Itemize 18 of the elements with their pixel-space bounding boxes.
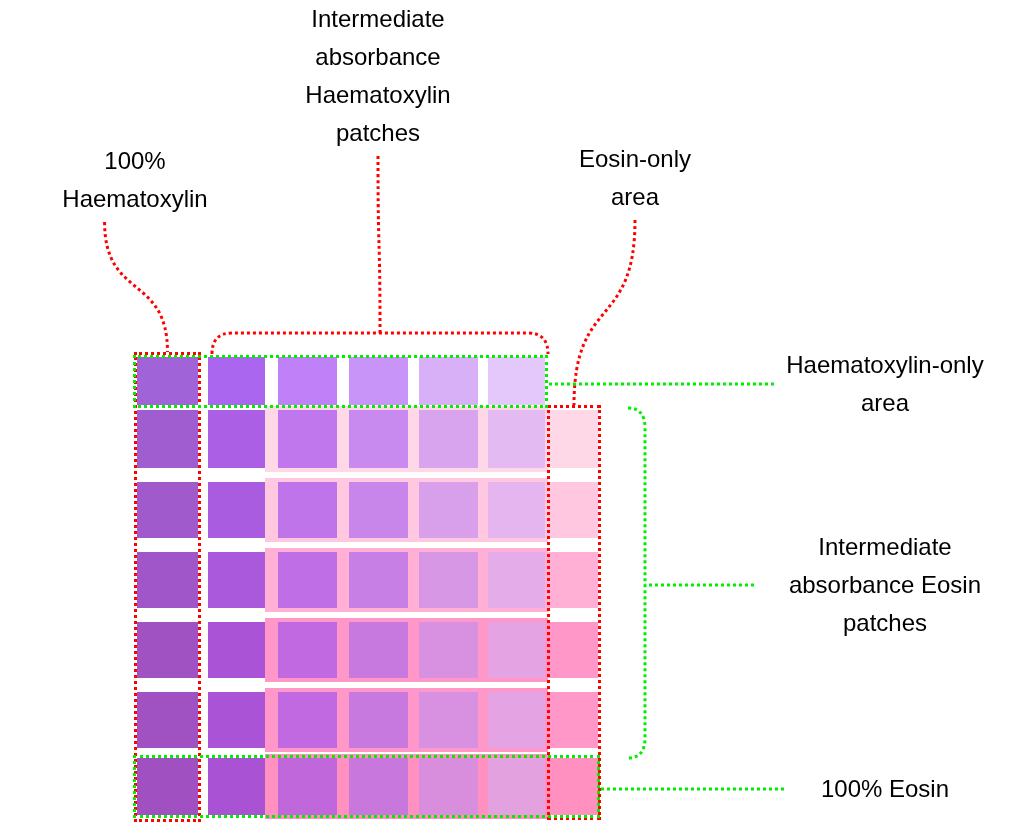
dotted-region-outline — [547, 405, 601, 820]
leader-line — [548, 382, 774, 386]
bracket — [210, 331, 550, 355]
bracket — [627, 406, 647, 760]
annotation-label: 100% Eosin — [819, 774, 951, 804]
dotted-region-outline — [134, 352, 201, 822]
leader-line — [572, 219, 637, 406]
dotted-region-outline — [133, 355, 548, 408]
dotted-region-outline — [133, 755, 600, 818]
leader-line — [645, 583, 754, 587]
leader-line — [103, 221, 169, 353]
annotation-label: Haematoxylin-only area — [785, 350, 985, 418]
leader-line — [600, 787, 784, 791]
annotation-label: Eosin-only area — [577, 144, 693, 212]
annotation-label: Intermediate absorbance Eosin patches — [787, 532, 983, 638]
annotation-label: Intermediate absorbance Haematoxylin patches — [304, 4, 452, 148]
leader-line — [376, 156, 382, 333]
annotation-label: 100% Haematoxylin — [61, 146, 209, 214]
